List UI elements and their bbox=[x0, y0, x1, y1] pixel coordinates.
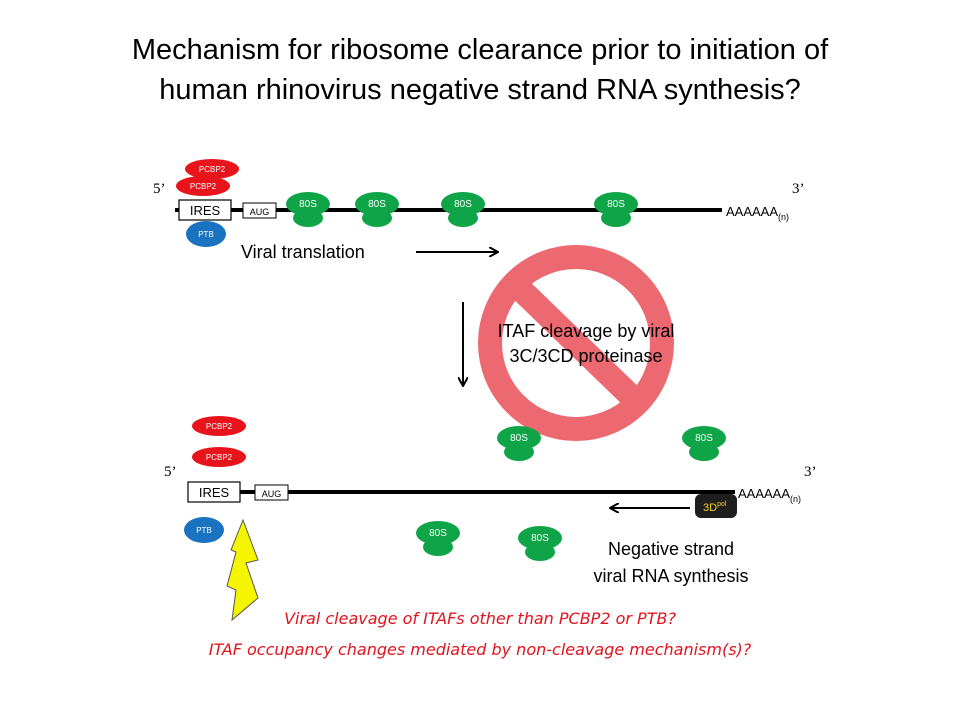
top-five-prime-label: 5’ bbox=[153, 181, 166, 197]
polymerase-name: 3D bbox=[703, 502, 717, 514]
negative-strand-caption-line-1: Negative strand bbox=[608, 539, 734, 559]
top-ptb-label: PTB bbox=[198, 230, 214, 239]
bottom-ribosome-4: 80S bbox=[518, 526, 562, 561]
bottom-aug-box bbox=[254, 484, 289, 501]
bottom-five-prime-label: 5’ bbox=[164, 464, 177, 480]
bottom-pcbp2-protein-a: PCBP2 bbox=[192, 416, 246, 436]
top-ribosome-label-3: 80S bbox=[454, 199, 472, 210]
bottom-ribosome-label-2: 80S bbox=[695, 433, 713, 444]
bottom-ptb-protein: PTB bbox=[184, 517, 224, 543]
bottom-ribosome-3: 80S bbox=[416, 521, 460, 556]
top-pcbp2-protein-b: PCBP2 bbox=[176, 176, 230, 196]
bottom-polya-label: AAAAAA bbox=[738, 486, 790, 501]
note-viral-cleavage-question: Viral cleavage of ITAFs other than PCBP2… bbox=[284, 609, 676, 628]
bottom-pcbp2-label-b: PCBP2 bbox=[206, 453, 233, 462]
bottom-pcbp2-label-a: PCBP2 bbox=[206, 422, 233, 431]
top-ires-box bbox=[178, 199, 232, 221]
top-ribosome-4: 80S bbox=[594, 192, 638, 227]
top-pcbp2-protein-a: PCBP2 bbox=[185, 159, 239, 179]
top-polya-label: AAAAAA bbox=[726, 204, 778, 219]
bottom-ires-box bbox=[187, 481, 241, 503]
bottom-ribosome-label-1: 80S bbox=[510, 433, 528, 444]
cleavage-lightning-bolt-icon bbox=[226, 518, 259, 622]
itaf-cleavage-line-1: ITAF cleavage by viral bbox=[498, 321, 675, 341]
bottom-aug-label: AUG bbox=[262, 489, 282, 499]
polymerase-label: 3Dpol bbox=[703, 501, 727, 514]
bottom-ribosome-label-3: 80S bbox=[429, 528, 447, 539]
slide-title: Mechanism for ribosome clearance prior t… bbox=[0, 30, 960, 110]
bottom-ribosome-label-4: 80S bbox=[531, 533, 549, 544]
top-ribosome-label-4: 80S bbox=[607, 199, 625, 210]
title-line-1: Mechanism for ribosome clearance prior t… bbox=[131, 34, 829, 66]
polymerase-superscript: pol bbox=[717, 501, 727, 508]
top-panel: 5’ 3’ PCBP2 PCBP2 IRES PTB AUG 80S bbox=[153, 159, 805, 262]
note-itaf-occupancy-question: ITAF occupancy changes mediated by non-c… bbox=[208, 640, 752, 659]
bottom-polya-subscript: (n) bbox=[790, 494, 801, 504]
prohibition-sign bbox=[478, 245, 674, 441]
bottom-panel: 5’ 3’ PCBP2 PCBP2 IRES AUG PTB 80S bbox=[164, 416, 817, 622]
top-ptb-protein: PTB bbox=[186, 221, 226, 247]
bottom-ptb-label: PTB bbox=[196, 526, 212, 535]
top-pcbp2-label-b: PCBP2 bbox=[190, 182, 217, 191]
top-ires-label: IRES bbox=[190, 203, 221, 218]
top-aug-label: AUG bbox=[250, 207, 270, 217]
top-ribosome-1: 80S bbox=[286, 192, 330, 227]
negative-strand-caption-line-2: viral RNA synthesis bbox=[593, 566, 748, 586]
top-pcbp2-label-a: PCBP2 bbox=[199, 165, 226, 174]
bottom-ires-label: IRES bbox=[199, 485, 230, 500]
top-caption-viral-translation: Viral translation bbox=[241, 242, 365, 262]
bottom-ribosome-1: 80S bbox=[497, 426, 541, 461]
polymerase-3dpol: 3Dpol bbox=[695, 494, 737, 518]
top-ribosome-3: 80S bbox=[441, 192, 485, 227]
top-ribosome-2: 80S bbox=[355, 192, 399, 227]
top-ribosome-label-1: 80S bbox=[299, 199, 317, 210]
top-three-prime-label: 3’ bbox=[792, 181, 805, 197]
title-line-2: human rhinovirus negative strand RNA syn… bbox=[159, 74, 801, 106]
bottom-pcbp2-protein-b: PCBP2 bbox=[192, 447, 246, 467]
top-aug-box bbox=[242, 202, 277, 219]
top-ribosome-label-2: 80S bbox=[368, 199, 386, 210]
bottom-ribosome-2: 80S bbox=[682, 426, 726, 461]
top-polya-tail: AAAAAA(n) bbox=[726, 204, 789, 222]
top-polya-subscript: (n) bbox=[778, 212, 789, 222]
bottom-polya-tail: AAAAAA(n) bbox=[738, 486, 801, 504]
middle-section: ITAF cleavage by viral 3C/3CD proteinase bbox=[463, 245, 675, 441]
bottom-three-prime-label: 3’ bbox=[804, 464, 817, 480]
itaf-cleavage-line-2: 3C/3CD proteinase bbox=[509, 346, 662, 366]
